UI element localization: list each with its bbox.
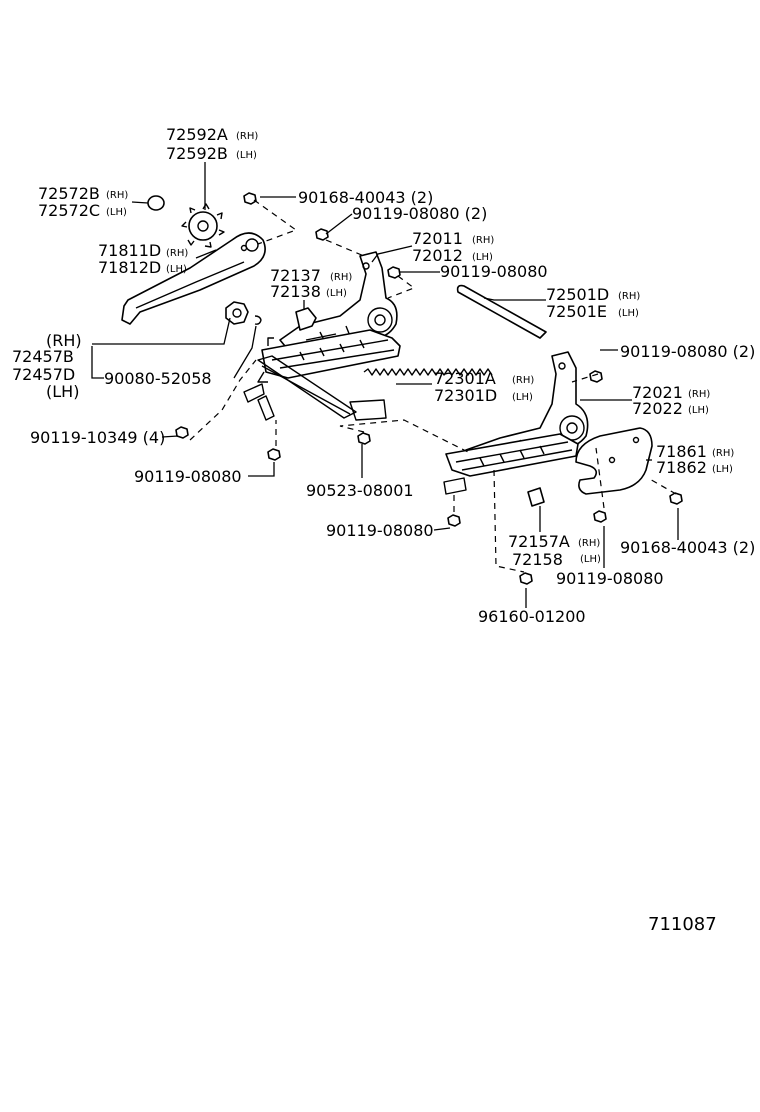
label-72137-side: (RH) <box>330 272 352 283</box>
label-72301a: 72301A <box>434 369 496 388</box>
label-72021-side: (RH) <box>688 389 710 400</box>
label-72157a: 72157A <box>508 532 570 551</box>
label-72592b: 72592B <box>166 144 228 163</box>
clip-72157-drawing <box>527 487 545 507</box>
label-71812d: 71812D <box>98 258 161 277</box>
label-96160-01200: 96160-01200 <box>478 607 586 626</box>
label-90080-52058: 90080-52058 <box>104 369 212 388</box>
nut-72457-drawing <box>225 301 249 325</box>
label-72457-lh: (LH) <box>46 382 79 401</box>
label-71861-side: (RH) <box>712 448 734 459</box>
label-90119-08080-lower: 90119-08080 <box>326 521 434 540</box>
label-72138: 72138 <box>270 282 321 301</box>
label-72012-side: (LH) <box>472 252 493 263</box>
label-72572c: 72572C <box>38 201 100 220</box>
right-rail-drawing <box>443 433 579 495</box>
label-72572b: 72572B <box>38 184 100 203</box>
cover-71861-drawing <box>575 427 653 495</box>
label-72021: 72021 <box>632 383 683 402</box>
left-rail-drawing <box>257 329 401 383</box>
label-72012: 72012 <box>412 246 463 265</box>
label-71862: 71862 <box>656 458 707 477</box>
cap-72572-drawing <box>147 195 165 211</box>
label-72457-rh: (RH) <box>46 331 82 350</box>
gear-72592-drawing <box>181 203 225 248</box>
label-72572b-side: (RH) <box>106 190 128 201</box>
label-72158: 72158 <box>512 550 563 569</box>
label-72158-side: (LH) <box>580 554 601 565</box>
label-72157a-side: (RH) <box>578 538 600 549</box>
label-90523-08001: 90523-08001 <box>306 481 414 500</box>
label-71861: 71861 <box>656 442 707 461</box>
rod-72501-drawing <box>456 284 547 339</box>
label-72138-side: (LH) <box>326 288 347 299</box>
label-72301a-side: (RH) <box>512 375 534 386</box>
clip-72137-drawing <box>295 307 317 331</box>
label-71811d-side: (RH) <box>166 248 188 259</box>
label-72592a-side: (RH) <box>236 131 258 142</box>
label-72457b: 72457B <box>12 347 74 366</box>
linkage-drawing <box>243 355 387 421</box>
spring-72301-drawing <box>363 368 493 376</box>
lever-71811-drawing <box>121 232 266 325</box>
label-90119-08080-left: 90119-08080 <box>134 467 242 486</box>
label-72301d-side: (LH) <box>512 392 533 403</box>
label-72592a: 72592A <box>166 125 228 144</box>
diagram-number: 711087 <box>648 914 717 935</box>
label-90119-08080-mid: 90119-08080 <box>440 262 548 281</box>
label-72011-side: (RH) <box>472 235 494 246</box>
label-72022-side: (LH) <box>688 405 709 416</box>
leader-lines <box>91 162 679 608</box>
label-72501d: 72501D <box>546 285 609 304</box>
label-71862-side: (LH) <box>712 464 733 475</box>
label-72022: 72022 <box>632 399 683 418</box>
label-72501e: 72501E <box>546 302 607 321</box>
label-90168-40043-top: 90168-40043 (2) <box>298 188 433 207</box>
pin-90080-drawing <box>254 315 262 325</box>
label-71812d-side: (LH) <box>166 264 187 275</box>
label-71811d: 71811D <box>98 241 161 260</box>
label-72501e-side: (LH) <box>618 308 639 319</box>
label-90168-40043-right: 90168-40043 (2) <box>620 538 755 557</box>
label-72011: 72011 <box>412 229 463 248</box>
label-90119-08080-right: 90119-08080 (2) <box>620 342 755 361</box>
label-90119-08080-bottom: 90119-08080 <box>556 569 664 588</box>
label-90119-08080-top: 90119-08080 (2) <box>352 204 487 223</box>
label-72137: 72137 <box>270 266 321 285</box>
assembly-dashed-lines <box>189 199 677 573</box>
label-72301d: 72301D <box>434 386 497 405</box>
fasteners-drawing <box>175 192 683 585</box>
label-72592b-side: (LH) <box>236 150 257 161</box>
label-90119-10349: 90119-10349 (4) <box>30 428 165 447</box>
label-72457d: 72457D <box>12 365 75 384</box>
label-72572c-side: (LH) <box>106 207 127 218</box>
label-72501d-side: (RH) <box>618 291 640 302</box>
